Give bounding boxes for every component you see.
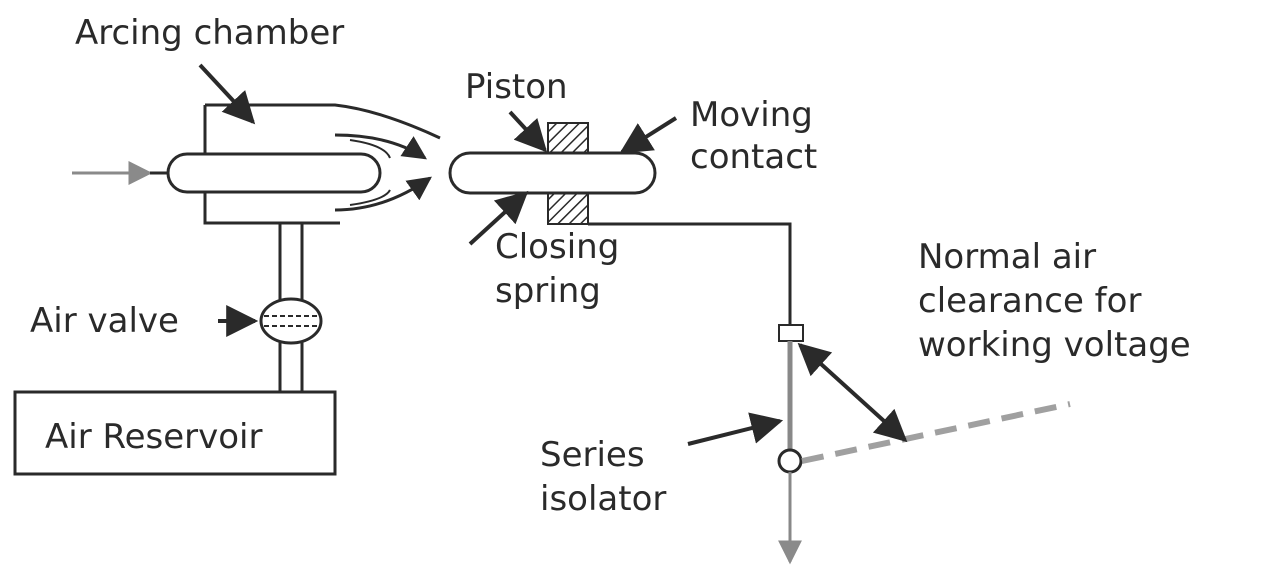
label-clearance-2: clearance for: [918, 281, 1142, 321]
piston: [547, 122, 589, 225]
air-reservoir-box: [13, 390, 337, 476]
label-air-reservoir: Air Reservoir: [45, 417, 263, 457]
air-flow-lines: [334, 133, 432, 212]
air-valve-symbol: [259, 297, 323, 345]
label-series-isolator-1: Series: [540, 435, 645, 475]
label-air-valve: Air valve: [30, 301, 179, 341]
series-isolator: [777, 324, 804, 565]
label-series-isolator-2: isolator: [540, 479, 667, 519]
label-moving-contact-2: contact: [690, 137, 818, 177]
label-closing-spring-2: spring: [495, 271, 601, 311]
label-moving-contact-1: Moving: [690, 95, 813, 135]
label-closing-spring-1: Closing: [495, 227, 620, 267]
label-pointers: [198, 63, 784, 446]
isolator-open-position: [801, 401, 1071, 464]
label-piston: Piston: [465, 67, 568, 107]
label-clearance-1: Normal air: [918, 237, 1097, 277]
connecting-wire: [588, 222, 792, 325]
label-arcing-chamber: Arcing chamber: [75, 13, 345, 53]
moving-contact: [448, 151, 657, 195]
clearance-arrow: [797, 342, 908, 443]
air-pipe: [278, 223, 304, 392]
fixed-contact: [166, 152, 382, 194]
label-clearance-3: working voltage: [918, 325, 1191, 365]
